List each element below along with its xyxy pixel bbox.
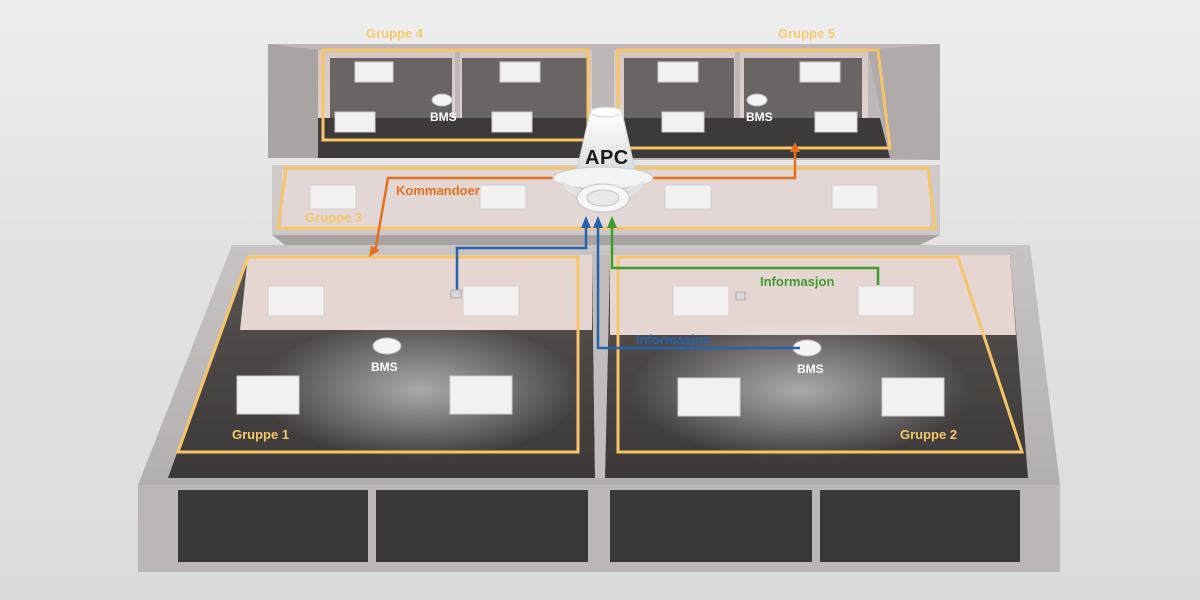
group-1-label: Gruppe 1 — [232, 427, 290, 442]
ceiling-lights — [236, 61, 945, 417]
info-blue-line-left — [455, 225, 588, 290]
light-fixture — [881, 377, 945, 417]
bms-label: BMS — [797, 362, 824, 376]
group-3-label: Gruppe 3 — [305, 210, 363, 225]
group-1-outline — [175, 255, 580, 454]
apc-device-icon — [552, 106, 654, 213]
arrow-icon — [607, 216, 617, 228]
light-fixture — [661, 111, 705, 133]
connection-lines — [373, 150, 880, 350]
arrowheads — [369, 142, 800, 257]
group-2-label: Gruppe 2 — [900, 427, 958, 442]
front-row-rooms — [138, 245, 1060, 485]
bms-label: BMS — [371, 360, 398, 374]
lower-facade — [138, 485, 1060, 572]
light-fixture — [309, 184, 357, 210]
bms-sensor-icon — [372, 337, 402, 355]
light-fixture — [449, 375, 513, 415]
light-fixture — [334, 111, 376, 133]
arrow-icon — [790, 142, 800, 152]
light-fixture — [491, 111, 533, 133]
arrow-icon — [369, 246, 380, 257]
light-fixture — [799, 61, 841, 83]
apc-label: APC — [585, 147, 629, 169]
group-4-label: Gruppe 4 — [366, 26, 424, 41]
info-green-line — [610, 225, 880, 285]
wall-switch-icon — [450, 289, 462, 299]
info-blue-label: Informasjon — [636, 332, 711, 347]
light-fixture — [479, 184, 527, 210]
light-fixture — [664, 184, 712, 210]
bms-sensor-icon — [746, 93, 768, 107]
wall-switch-icon — [735, 291, 746, 301]
light-fixture — [677, 377, 741, 417]
group-2-outline — [616, 255, 1025, 454]
group-3-outline — [276, 166, 937, 230]
light-fixture — [354, 61, 394, 83]
command-line-right — [650, 150, 797, 180]
light-fixture — [267, 285, 325, 317]
arrow-icon — [593, 216, 603, 228]
light-fixture — [462, 285, 520, 317]
bms-sensors — [372, 93, 822, 357]
arrow-icon — [581, 216, 591, 228]
light-fixture — [657, 61, 699, 83]
light-fixture — [857, 285, 915, 317]
command-line-left — [373, 176, 556, 253]
bms-sensor-icon — [431, 93, 453, 107]
group-5-label: Gruppe 5 — [778, 26, 836, 41]
light-fixture — [236, 375, 300, 415]
command-label: Kommandoer — [396, 183, 480, 198]
info-green-label: Informasjon — [760, 274, 835, 289]
light-fixture — [814, 111, 858, 133]
light-fixture — [672, 285, 730, 317]
light-fixture — [499, 61, 541, 83]
bms-label: BMS — [430, 110, 457, 124]
info-blue-line-right — [596, 225, 800, 350]
bms-label: BMS — [746, 110, 773, 124]
light-fixture — [831, 184, 879, 210]
